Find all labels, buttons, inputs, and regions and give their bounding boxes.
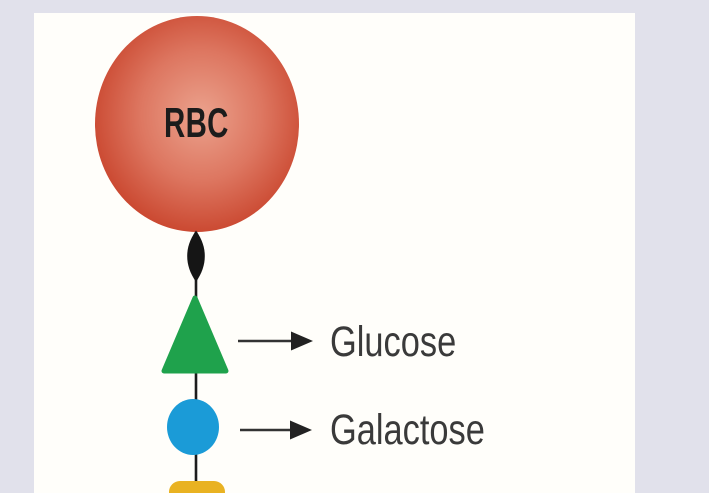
glucose-label: Glucose — [330, 318, 457, 366]
membrane-linker-icon — [187, 230, 205, 282]
galactose-circle-icon — [167, 399, 219, 455]
galactose-label: Galactose — [330, 406, 485, 454]
glucose-arrow — [238, 331, 313, 351]
rbc-label: RBC — [164, 99, 229, 146]
glucose-triangle-icon — [161, 295, 229, 374]
bottom-sugar-icon — [169, 481, 225, 493]
galactose-arrow — [240, 420, 312, 440]
glucose-arrowhead-icon — [291, 331, 313, 351]
rbc-cell — [95, 16, 299, 232]
galactose-arrowhead-icon — [290, 420, 312, 440]
